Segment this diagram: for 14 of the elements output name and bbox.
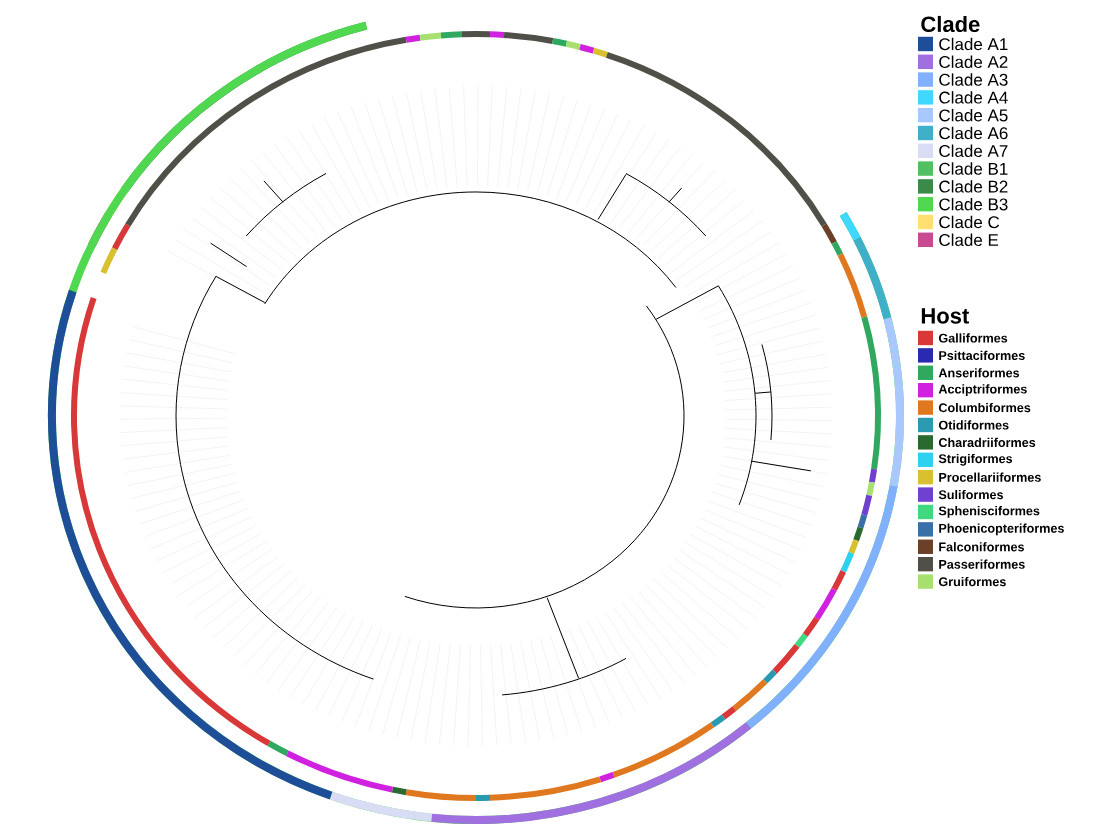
legend-label: Clade E	[939, 233, 999, 246]
legend-label: Clade B3	[939, 197, 1008, 211]
legend-label: Clade C	[939, 215, 1000, 229]
legend-label: Clade A1	[939, 37, 1008, 51]
legend-label: Clade A3	[939, 73, 1008, 86]
legend-label: Clade A5	[939, 108, 1008, 122]
legend-title: Host	[921, 308, 969, 324]
legend-label: Clade A4	[939, 91, 1008, 104]
legend-label: Clade A6	[939, 126, 1008, 140]
legend-label: Clade B2	[939, 180, 1008, 193]
legend-label: Clade B1	[939, 162, 1008, 175]
legend-title: Clade	[921, 15, 980, 33]
legend-label: Clade A2	[939, 55, 1008, 68]
legend-label: Clade A7	[939, 144, 1008, 157]
